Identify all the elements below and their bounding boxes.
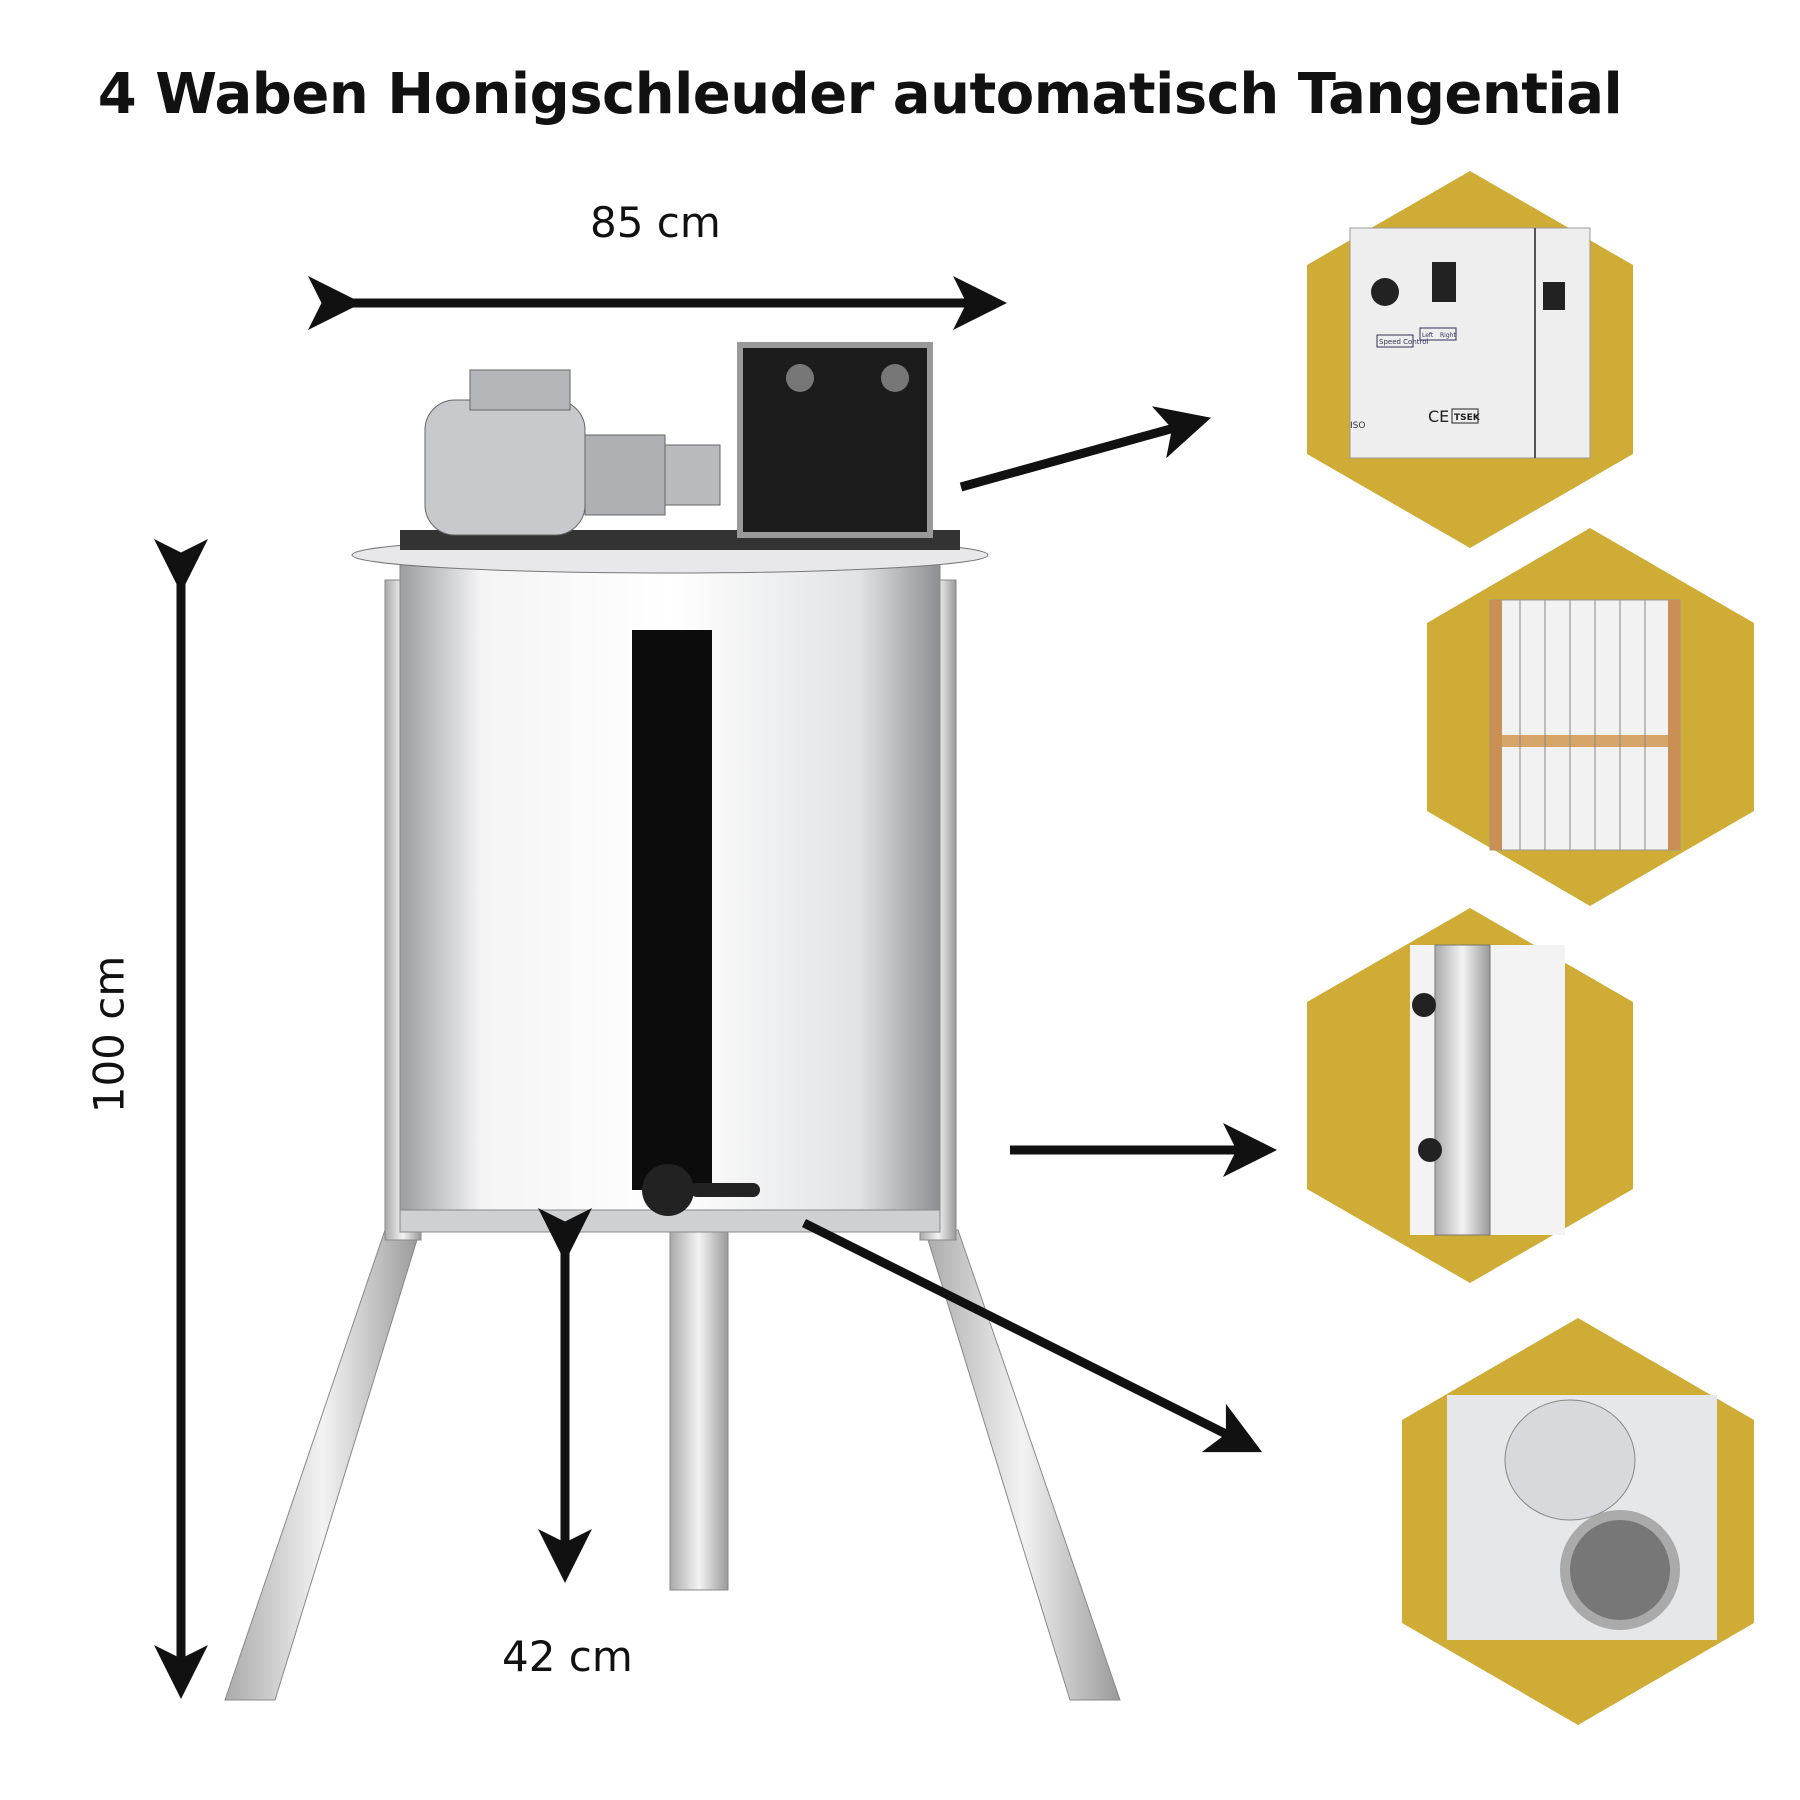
iso-mark: ISO: [1350, 421, 1365, 431]
width-label: 85 cm: [590, 198, 721, 247]
control-box: [737, 342, 933, 538]
detail-leg-clamp: [1307, 908, 1633, 1283]
dimension-arrows: [154, 276, 1277, 1699]
left-label: Left: [1422, 332, 1434, 339]
leg-label: 42 cm: [502, 1632, 633, 1681]
right-label: Right: [1440, 332, 1456, 339]
ce-mark: CE: [1428, 407, 1449, 426]
detail-honey-gate: [1402, 1318, 1754, 1725]
honey-gate-valve: [642, 1164, 694, 1216]
speed-control-label: Speed Control: [1379, 338, 1429, 346]
drum: [351, 536, 989, 1233]
window-strip: [632, 630, 712, 1190]
detail-control-box: Speed Control Left Right ISO CE TSEK: [1307, 171, 1633, 548]
tsek-mark: TSEK: [1454, 413, 1481, 423]
page-title: 4 Waben Honigschleuder automatisch Tange…: [97, 62, 1623, 127]
detail-frame-basket: [1427, 528, 1754, 906]
